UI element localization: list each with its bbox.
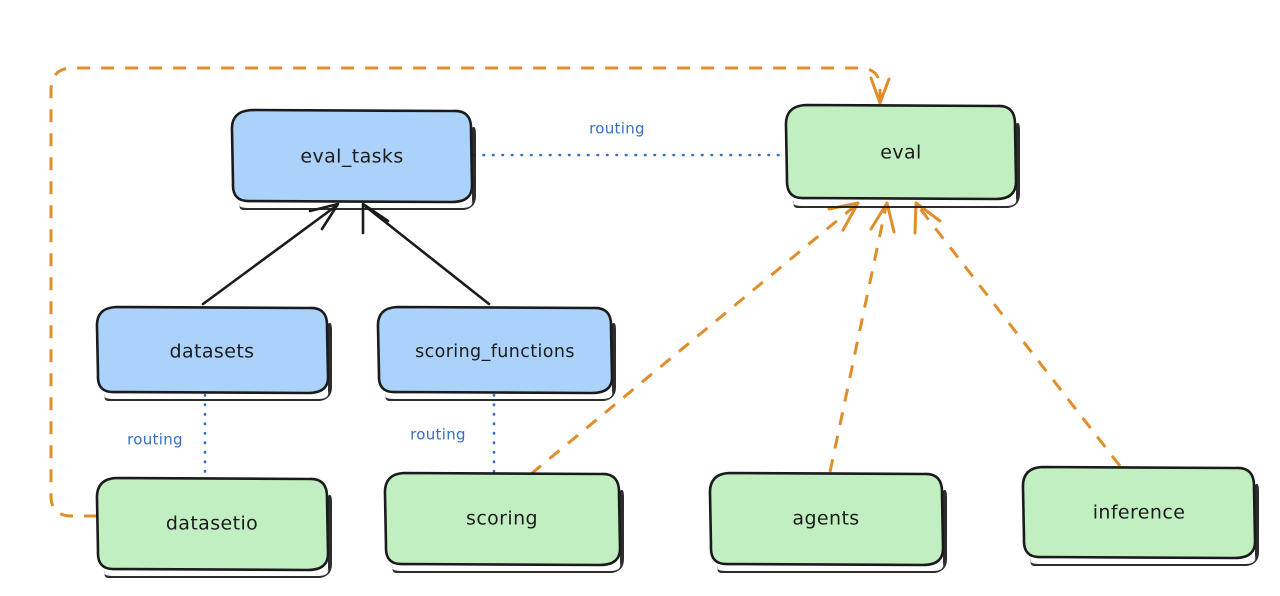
node-inference-shape bbox=[1021, 465, 1257, 560]
edge-datasets-to-eval_tasks bbox=[201, 202, 340, 306]
node-agents-shape bbox=[708, 471, 945, 567]
node-datasetio-shape bbox=[95, 476, 330, 572]
node-agents[interactable]: agents bbox=[708, 471, 947, 573]
edge-agents-to-eval-path bbox=[828, 205, 888, 473]
edge-inference-to-eval-path bbox=[916, 205, 1122, 467]
edge-scoring_functions-to-eval_tasks-path bbox=[363, 204, 491, 306]
edge-label-routing-scoring_functions-scoring: routing bbox=[410, 426, 466, 444]
edge-agents-to-eval bbox=[828, 201, 896, 473]
edge-inference-to-eval bbox=[913, 201, 1122, 467]
node-datasets[interactable]: datasets bbox=[95, 305, 332, 401]
node-layer: eval_tasks eval datasets scoring_functio… bbox=[95, 103, 1259, 578]
edge-label-routing-datasets-datasetio: routing bbox=[127, 431, 183, 449]
edge-scoring_functions-to-eval_tasks-arrowhead bbox=[361, 202, 390, 235]
edge-label-routing-eval_tasks-eval: routing bbox=[589, 120, 645, 138]
edge-agents-to-eval-arrowhead bbox=[869, 201, 896, 234]
edge-datasets-to-eval_tasks-path bbox=[201, 204, 338, 306]
edge-datasetio-to-eval bbox=[49, 66, 891, 518]
node-scoring_functions[interactable]: scoring_functions bbox=[376, 305, 616, 401]
node-scoring[interactable]: scoring bbox=[383, 471, 624, 573]
node-eval_tasks-shape bbox=[230, 108, 474, 204]
node-scoring_functions-shape bbox=[376, 305, 614, 395]
edge-datasetio-to-eval-arrowhead bbox=[869, 76, 891, 105]
node-inference[interactable]: inference bbox=[1021, 465, 1259, 566]
node-scoring-shape bbox=[383, 471, 622, 567]
edge-inference-to-eval-arrowhead bbox=[913, 201, 942, 235]
node-datasetio[interactable]: datasetio bbox=[95, 476, 332, 578]
node-eval[interactable]: eval bbox=[784, 103, 1020, 208]
edge-layer bbox=[49, 66, 1122, 518]
edge-datasetio-to-eval-path bbox=[49, 66, 882, 518]
node-eval-shape bbox=[784, 103, 1018, 201]
node-eval_tasks[interactable]: eval_tasks bbox=[230, 108, 476, 210]
node-datasets-shape bbox=[95, 305, 330, 395]
edge-scoring_functions-to-eval_tasks bbox=[361, 202, 491, 306]
